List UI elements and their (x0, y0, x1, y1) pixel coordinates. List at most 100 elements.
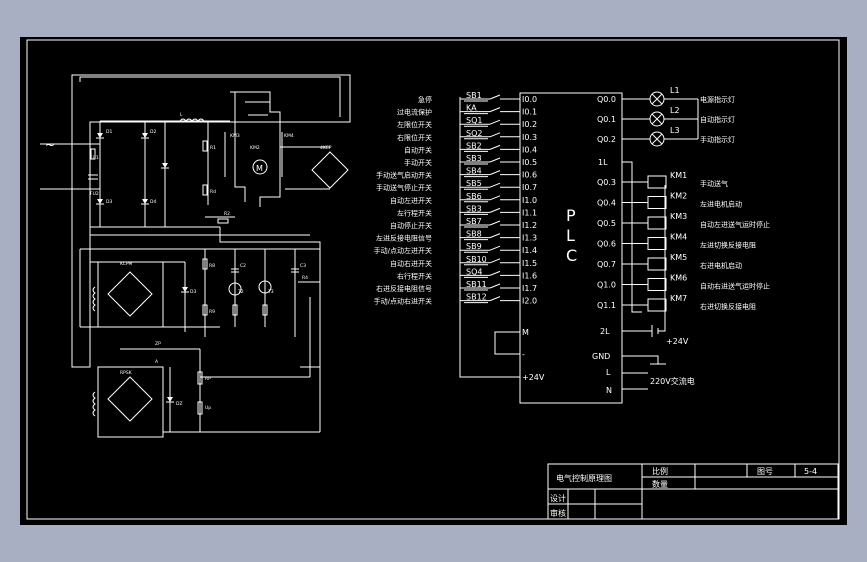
relay-coil-icon (647, 278, 667, 291)
svg-text:ZP: ZP (155, 341, 161, 347)
coil-function-label: 右进电机启动 (700, 261, 742, 270)
input-function-label: 手动/点动左进开关 (374, 246, 432, 255)
svg-text:C3: C3 (300, 263, 306, 269)
supply-220v-label: 220V交流电 (650, 376, 695, 386)
lamp-address-label: Q0.0 (597, 95, 616, 104)
plc-lamp-row: Q0.0 L1 电源指示灯 (597, 86, 735, 107)
input-function-label: 右进反接电阻信号 (376, 284, 432, 293)
plc-terminal-l: L (606, 368, 611, 377)
input-function-label: 手动送气启动开关 (376, 171, 432, 180)
plc-letter-c: C (566, 246, 577, 265)
input-switch-label: SB1 (466, 91, 482, 100)
svg-text:D3: D3 (190, 289, 196, 295)
input-address-label: I1.1 (522, 208, 537, 217)
coil-address-label: Q0.5 (597, 219, 616, 228)
plc-terminal-n: N (606, 386, 612, 395)
lamp-address-label: Q0.1 (597, 115, 616, 124)
svg-text:R2: R2 (224, 211, 230, 217)
input-address-label: I1.7 (522, 284, 537, 293)
coil-address-label: Q0.3 (597, 178, 616, 187)
lamp-name-label: L2 (670, 106, 680, 115)
plc-terminal-1l: 1L (598, 158, 608, 167)
coil-address-label: Q1.0 (597, 281, 616, 290)
coil-function-label: 自动左进送气运时停止 (700, 220, 770, 229)
lamp-function-label: 自动指示灯 (700, 115, 735, 124)
input-switch-label: SB8 (466, 230, 482, 239)
svg-text:A: A (155, 359, 159, 365)
input-function-label: 自动右进开关 (390, 259, 432, 268)
input-address-label: I0.5 (522, 158, 537, 167)
drawing-number-label: 图号 (757, 467, 773, 476)
coil-name-label: KM4 (670, 233, 687, 242)
left-circuit: ~ M (40, 74, 351, 438)
plc-letter-p: P (566, 206, 576, 225)
svg-text:R8: R8 (209, 263, 215, 269)
plc-coil-row: Q0.7 KM5 右进电机启动 (597, 253, 742, 271)
svg-text:4KCP: 4KCP (320, 145, 332, 151)
lamp-name-label: L1 (670, 86, 680, 95)
coil-name-label: KM6 (670, 274, 687, 283)
relay-coil-icon (647, 237, 667, 250)
input-switch-label: SB3 (466, 204, 482, 213)
coil-function-label: 自动右进送气运时停止 (700, 282, 770, 291)
svg-text:D2: D2 (150, 129, 156, 135)
lamp-name-label: L3 (670, 126, 680, 135)
input-function-label: 手动开关 (404, 158, 432, 167)
lamp-function-label: 电源指示灯 (700, 95, 735, 104)
plc-terminal-2l: 2L (600, 327, 610, 336)
relay-coil-icon (647, 196, 667, 209)
svg-text:R9: R9 (209, 309, 215, 315)
plc-coil-row: Q1.0 KM6 自动右进送气运时停止 (597, 274, 770, 291)
input-function-label: 自动开关 (404, 145, 432, 154)
input-address-label: I1.4 (522, 246, 537, 255)
plc-terminal-minus: - (522, 350, 525, 359)
plc-input-row: 手动/点动左进开关 SB9 I1.4 (374, 242, 537, 255)
plc-box (519, 92, 623, 404)
input-address-label: I0.2 (522, 120, 537, 129)
svg-text:KM2: KM2 (250, 145, 260, 151)
relay-coil-icon (647, 298, 667, 312)
svg-text:C2: C2 (240, 263, 246, 269)
relay-coil-icon (647, 216, 667, 230)
plc-outputs: Q0.0L1电源指示灯Q0.1L2自动指示灯Q0.2L3手动指示灯Q0.3KM1… (597, 86, 770, 312)
input-switch-label: SB6 (466, 192, 482, 201)
coil-address-label: Q0.7 (597, 260, 616, 269)
input-function-label: 右限位开关 (397, 133, 432, 142)
svg-text:D1: D1 (106, 129, 112, 135)
input-switch-label: KA (466, 104, 477, 113)
supply-24v-label: +24V (666, 337, 689, 346)
input-address-label: I0.3 (522, 133, 537, 142)
drawing-number: 5-4 (804, 467, 817, 476)
svg-text:Rd: Rd (210, 189, 216, 195)
svg-text:FU1: FU1 (90, 155, 99, 161)
input-switch-label: SB11 (466, 280, 487, 289)
input-address-label: I1.0 (522, 196, 537, 205)
svg-text:KM4: KM4 (284, 133, 294, 139)
coil-name-label: KM5 (670, 253, 687, 262)
input-function-label: 左行程开关 (397, 208, 432, 217)
input-function-label: 手动/点动右进开关 (374, 297, 432, 306)
input-address-label: I1.6 (522, 271, 537, 280)
input-function-label: 自动左进开关 (390, 196, 432, 205)
relay-coil-icon (647, 257, 667, 271)
plc-input-row: 左行程开关 SB3 I1.1 (397, 204, 537, 217)
input-address-label: I0.0 (522, 95, 537, 104)
coil-function-label: 左进电机启动 (700, 200, 742, 209)
title-text: 电气控制原理图 (556, 473, 612, 483)
input-switch-label: SB9 (466, 242, 482, 251)
coil-name-label: KM1 (670, 171, 687, 180)
input-function-label: 自动停止开关 (390, 221, 432, 230)
svg-text:~: ~ (45, 138, 55, 152)
input-switch-label: SQ4 (466, 267, 482, 276)
scale-label: 比例 (652, 466, 668, 476)
